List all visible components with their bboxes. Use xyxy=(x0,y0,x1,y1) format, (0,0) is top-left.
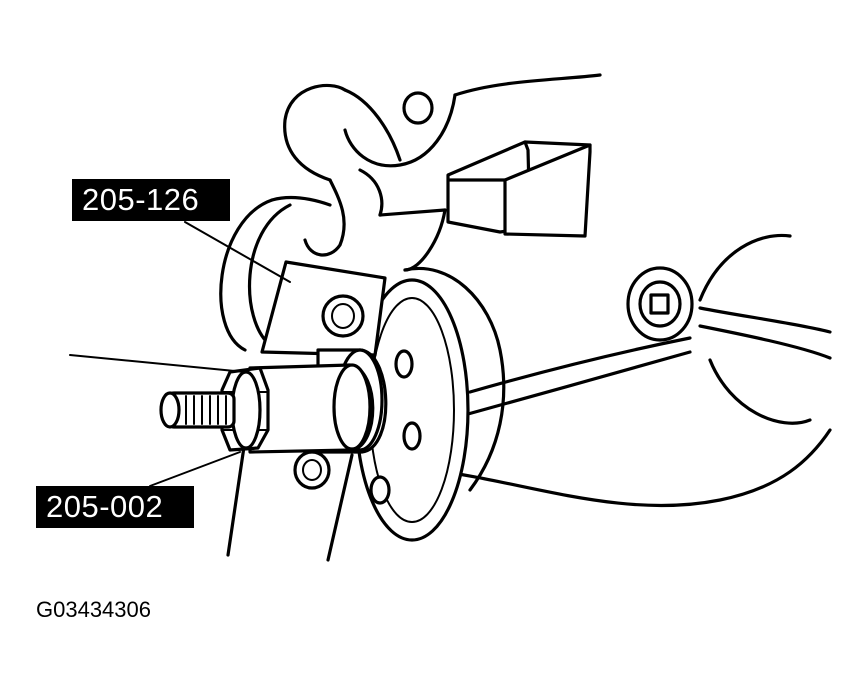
forcing-screw xyxy=(159,366,270,452)
callout-tool-205-126: 205-126 xyxy=(72,179,230,221)
lug-hole-3 xyxy=(369,475,391,505)
steering-knuckle xyxy=(283,73,602,492)
puller-tool xyxy=(226,260,387,562)
lug-hole-2 xyxy=(402,421,422,451)
hub-flange xyxy=(354,278,470,542)
arm-bushing xyxy=(626,266,694,342)
caliper-bracket xyxy=(446,140,592,238)
callout-tool-205-002: 205-002 xyxy=(36,486,194,528)
hub-spindle xyxy=(248,348,388,454)
lug-hole-1 xyxy=(394,349,414,379)
control-arm xyxy=(428,233,832,508)
figure-code: G03434306 xyxy=(36,597,151,622)
brake-disc xyxy=(219,195,332,352)
leader-lines xyxy=(69,221,291,487)
